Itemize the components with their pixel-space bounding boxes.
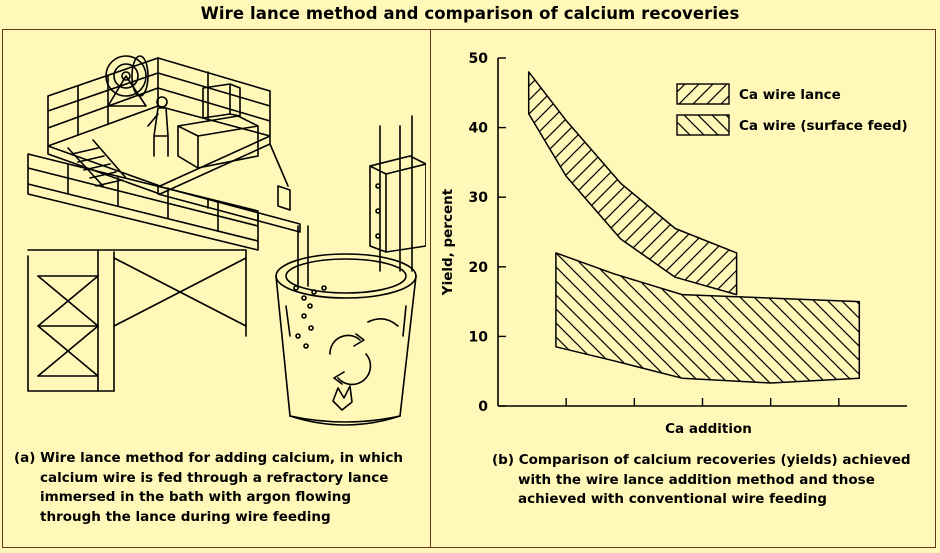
wire-lance-illustration: [27, 55, 426, 426]
yield-chart: 0 10 20 30 40 50 Ca addition Yield, percent Ca …: [440, 51, 908, 437]
operator-figure: [147, 96, 169, 157]
legend-label: Ca wire (surface feed): [739, 118, 908, 134]
refractory-lance: [297, 225, 309, 287]
series-band-wire-lance: [527, 71, 738, 296]
panel-divider: [430, 29, 431, 548]
caption-a-line: through the lance during wire feeding: [40, 508, 331, 525]
caption-a-line: immersed in the bath with argon flowing: [40, 489, 352, 505]
page-title: Wire lance method and comparison of calc…: [200, 4, 740, 23]
argon-bubbles: [293, 285, 327, 349]
caption-panel-b: (b) Comparison of calcium recoveries (yi…: [492, 451, 924, 510]
caption-a-line: calcium wire is fed through a refractory…: [40, 469, 389, 486]
y-tick-label: 20: [469, 260, 489, 276]
legend-swatch: [676, 114, 730, 136]
y-tick-label: 40: [469, 121, 489, 137]
upper-platform-railing: [47, 57, 159, 147]
y-tick-label: 0: [478, 399, 488, 415]
x-axis-label: Ca addition: [665, 421, 752, 437]
figure-frame: [2, 29, 936, 548]
series-band-surface-feed: [555, 252, 861, 384]
caption-a-line: (a) Wire lance method for adding calcium…: [14, 450, 403, 466]
y-axis-label: Yield, percent: [440, 188, 456, 296]
stairs: [67, 139, 127, 187]
lower-platform-railing: [27, 153, 259, 242]
support-structure: [27, 249, 247, 392]
legend-label: Ca wire lance: [739, 87, 841, 103]
ladle-trunnion: [367, 318, 399, 327]
building-column: [369, 115, 426, 272]
wire-tip-reaction: [332, 385, 353, 411]
circulation-arrows: [329, 333, 372, 386]
upper-platform-deck: [47, 105, 271, 187]
caption-b-line: achieved with conventional wire feeding: [518, 491, 827, 507]
lance-boom: [157, 185, 301, 233]
wire-reel: [105, 55, 149, 107]
control-cabinet: [202, 83, 241, 119]
y-tick-label: 10: [469, 329, 489, 345]
legend-swatch: [676, 83, 730, 105]
y-tick-label: 30: [469, 190, 489, 206]
caption-panel-a: (a) Wire lance method for adding calcium…: [14, 449, 426, 527]
lower-platform-deck: [27, 183, 259, 251]
caption-b-line: (b) Comparison of calcium recoveries (yi…: [492, 452, 911, 468]
ladle: [275, 253, 417, 426]
caption-b-line: with the wire lance addition method and …: [518, 471, 875, 488]
y-tick-label: 50: [469, 51, 489, 67]
